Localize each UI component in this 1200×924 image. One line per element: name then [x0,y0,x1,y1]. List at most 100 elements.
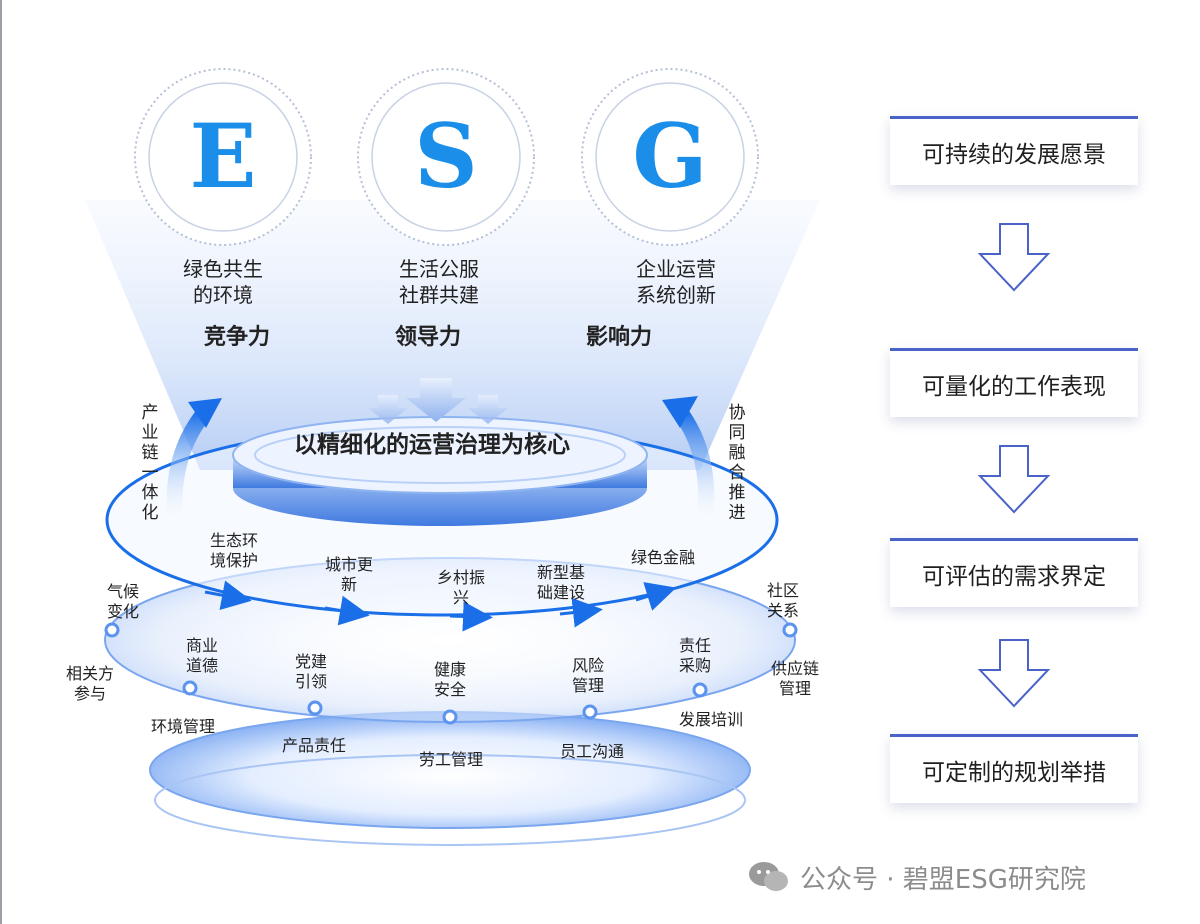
ring-dot [692,682,708,698]
outer-label: 变化 [107,602,139,621]
down-arrow-icon [978,445,1050,514]
esg-circle-e: E [134,68,312,246]
ring-label: 生态环 [210,531,258,550]
esg-circle-s: S [357,68,535,246]
ring-label: 城市更 [325,555,373,574]
outer-label: 责任 [679,636,711,655]
down-arrow-icon [978,639,1050,708]
ring-label: 新型基 [537,563,585,582]
ring-label: 境保护 [210,551,258,570]
step-label: 可量化的工作表现 [922,374,1106,400]
vertical-char: 进 [729,503,746,523]
right-up-arrow-head [662,396,698,428]
vertical-char: 链 [142,443,159,463]
esg-desc-line1: 生活公服 [399,257,479,281]
watermark: 公众号 · 碧盟ESG研究院 [748,852,1168,902]
esg-circle-inner [595,82,745,232]
esg-circles: E S G [134,68,759,246]
outer-label: 气候 [107,582,139,601]
bottom-disc [149,711,751,829]
esg-power: 影响力 [586,324,652,350]
vertical-char: 一 [142,463,159,483]
esg-desc-line1: 企业运营 [636,257,716,281]
outer-label: 安全 [434,680,466,699]
step-label: 可持续的发展愿景 [922,142,1106,168]
step-vision: 可持续的发展愿景 [890,116,1138,185]
vertical-char: 体 [142,483,159,503]
ring-label: 乡村振 [437,568,485,587]
inflow-arrow-right [468,395,508,424]
step-label: 可定制的规划举措 [922,760,1106,786]
outer-label: 供应链 [771,659,819,678]
vertical-char: 产 [142,403,159,423]
ring-arrow-mark [559,597,603,628]
step-label: 可评估的需求界定 [922,564,1106,590]
left-up-arrow [166,406,212,521]
esg-power: 领导力 [395,324,461,350]
ring-arrow-marks [204,580,677,632]
ring-arrow-mark [635,582,677,611]
left-frame-line [0,0,2,924]
outer-label: 引领 [295,672,327,691]
outer-label: 员工沟通 [560,742,624,761]
ring-dot [307,700,323,716]
esg-circle-g: G [581,68,759,246]
vertical-char: 推 [729,483,746,503]
vertical-char: 化 [142,503,159,523]
vertical-char: 合 [729,463,746,483]
ring-arrow-mark [204,580,252,610]
esg-desc-line2: 的环境 [193,283,253,307]
light-beam [85,200,820,470]
ring-label: 兴 [453,588,469,607]
vertical-char: 融 [729,443,746,463]
outer-label: 关系 [767,601,799,620]
outer-label: 参与 [74,684,106,703]
esg-power: 竞争力 [204,324,270,350]
outer-label: 商业 [186,636,218,655]
ring-dot [442,709,458,725]
outer-label: 管理 [779,679,811,698]
inflow-arrow-center [406,378,466,422]
esg-circle-inner [148,82,298,232]
inflow-arrows [368,378,508,424]
step-needs: 可评估的需求界定 [890,538,1138,607]
step-performance: 可量化的工作表现 [890,348,1138,417]
outer-label: 党建 [295,652,327,671]
esg-letter: E [189,104,256,208]
esg-letter: G [632,104,707,208]
down-arrow-icon [978,223,1050,292]
watermark-text: 公众号 · 碧盟ESG研究院 [800,864,1086,895]
outer-label: 风险 [572,656,604,675]
outer-label: 健康 [434,660,466,679]
vertical-char: 业 [142,423,159,443]
ring-label: 新 [341,575,357,594]
outer-label: 发展培训 [679,710,743,729]
inflow-arrow-left [368,395,408,424]
outer-label: 劳工管理 [419,750,483,769]
outer-label: 环境管理 [151,717,215,736]
vertical-char: 同 [729,423,746,443]
outer-label: 采购 [679,656,711,675]
ring-dot [182,680,198,696]
ring-label: 绿色金融 [631,548,695,567]
right-up-arrow [673,407,715,521]
core-platform-inner [254,426,626,484]
esg-circle-inner [371,82,521,232]
outer-label: 产品责任 [282,736,346,755]
bottom-disc-rim [154,754,746,846]
esg-desc-line1: 绿色共生 [183,257,263,281]
esg-desc-line2: 社群共建 [399,283,479,307]
ring-label: 础建设 [537,583,585,602]
vertical-char: 协 [729,403,746,423]
core-title: 以精细化的运营治理为核心 [294,431,570,458]
outer-label: 道德 [186,656,218,675]
ring-dot [104,622,120,638]
outer-ring-dots [104,622,798,725]
outer-label: 社区 [767,581,799,600]
step-planning: 可定制的规划举措 [890,734,1138,803]
wechat-icon [749,862,788,891]
esg-desc-line2: 系统创新 [636,283,716,307]
ring-arrow-mark [324,595,370,626]
